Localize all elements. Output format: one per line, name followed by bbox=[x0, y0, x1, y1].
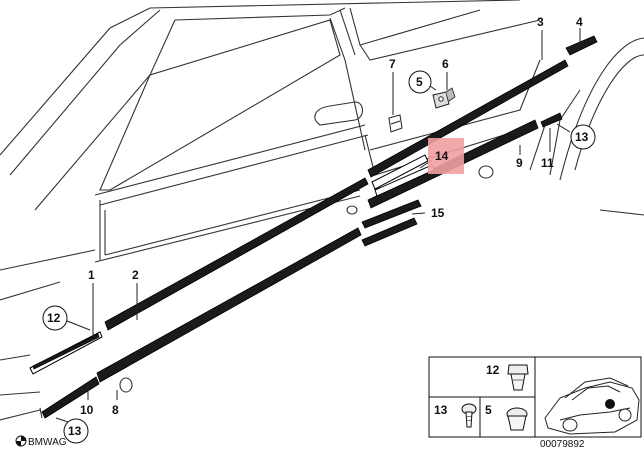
circled-label-12: 12 bbox=[42, 305, 68, 331]
label-8: 8 bbox=[112, 403, 119, 417]
bmw-logo-icon bbox=[15, 435, 27, 447]
label-10: 10 bbox=[80, 403, 94, 417]
car-thumbnail bbox=[544, 377, 640, 435]
label-15: 15 bbox=[431, 206, 445, 220]
clip-12-icon bbox=[507, 364, 529, 391]
callouts: 1 2 3 4 6 7 8 9 10 11 14 15 5 12 13 13 bbox=[42, 15, 596, 444]
label-7: 7 bbox=[389, 57, 396, 71]
inset-label-13: 13 bbox=[434, 403, 448, 417]
clip-7-icon bbox=[388, 114, 403, 133]
strip-15b bbox=[361, 217, 418, 247]
document-number: 00079892 bbox=[540, 439, 585, 450]
screw-13-icon bbox=[461, 403, 477, 428]
label-1: 1 bbox=[88, 268, 95, 282]
circled-label-5: 5 bbox=[408, 70, 432, 94]
label-2: 2 bbox=[132, 268, 139, 282]
part-14-highlight[interactable] bbox=[428, 138, 464, 174]
car-body-outline bbox=[0, 0, 644, 421]
inset-label-5: 5 bbox=[485, 403, 492, 417]
label-6: 6 bbox=[442, 57, 449, 71]
strip-4 bbox=[565, 35, 598, 56]
strip-11 bbox=[540, 112, 563, 128]
label-9: 9 bbox=[516, 156, 523, 170]
clip-6-icon bbox=[432, 87, 456, 109]
leader-lines bbox=[55, 28, 581, 423]
label-3: 3 bbox=[537, 15, 544, 29]
label-4: 4 bbox=[576, 15, 583, 29]
circled-label-13-rear: 13 bbox=[570, 124, 596, 150]
logo-text: BMWAG bbox=[28, 437, 67, 448]
label-11: 11 bbox=[541, 156, 554, 170]
grommet-5-icon bbox=[506, 407, 528, 431]
label-14: 14 bbox=[435, 149, 449, 163]
strip-8 bbox=[96, 227, 362, 383]
inset-label-12: 12 bbox=[486, 363, 500, 377]
strip-10 bbox=[41, 376, 100, 419]
strip-3 bbox=[367, 59, 569, 178]
svg-text:13: 13 bbox=[68, 424, 82, 438]
svg-text:12: 12 bbox=[47, 311, 61, 325]
strip-2 bbox=[104, 177, 369, 331]
circled-label-13-front: 13 bbox=[63, 418, 89, 444]
fastener-inset: 12 13 5 bbox=[428, 356, 642, 438]
svg-text:13: 13 bbox=[575, 130, 589, 144]
svg-text:5: 5 bbox=[416, 75, 423, 89]
strip-15a bbox=[361, 199, 422, 229]
